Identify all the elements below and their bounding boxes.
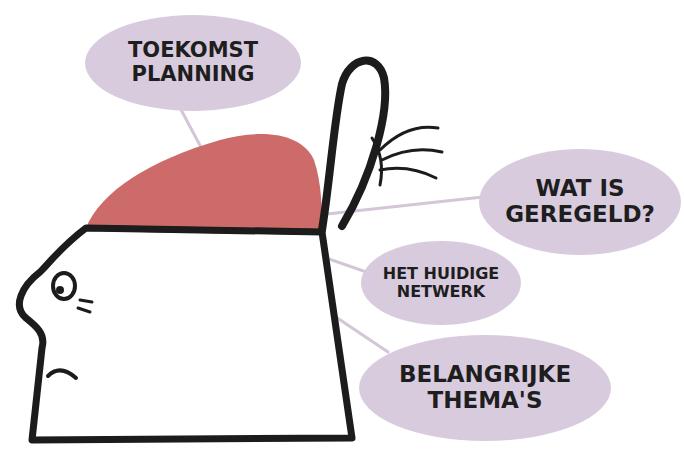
- bubble-text-holder: WAT IS GEREGELD?: [478, 148, 682, 256]
- hair-stroke: [382, 150, 442, 160]
- speech-bubble: WAT IS GEREGELD?: [478, 148, 682, 256]
- eye-wrinkles: [78, 300, 92, 312]
- brain-cap: [86, 134, 322, 232]
- speech-bubble: TOEKOMST PLANNING: [84, 14, 302, 112]
- hair-stroke: [380, 127, 438, 150]
- bubble-label: TOEKOMST PLANNING: [126, 39, 261, 86]
- head-outline: [19, 228, 352, 440]
- hair-stroke: [372, 138, 382, 185]
- bubble-fill: [85, 15, 301, 111]
- bubble-label: BELANGRIJKE THEMA'S: [383, 362, 588, 414]
- bubble-text-holder: BELANGRIJKE THEMA'S: [358, 334, 612, 442]
- open-lid: [322, 61, 385, 230]
- bubble-label: WAT IS GEREGELD?: [500, 176, 660, 228]
- bubble-label: HET HUIDIGE NETWERK: [371, 265, 511, 301]
- hair-strokes: [372, 127, 442, 185]
- mouth: [48, 370, 76, 378]
- hair-stroke: [380, 168, 436, 178]
- bubble-fill: [361, 241, 521, 325]
- bubble-fill: [479, 149, 681, 255]
- speech-bubble: HET HUIDIGE NETWERK: [360, 240, 522, 326]
- bubble-text-holder: HET HUIDIGE NETWERK: [360, 240, 522, 326]
- bubble-text-holder: TOEKOMST PLANNING: [84, 14, 302, 112]
- eye: [53, 273, 75, 299]
- head-rim: [86, 228, 322, 232]
- pupil: [56, 286, 64, 294]
- bubble-fill: [359, 335, 611, 441]
- speech-bubble: BELANGRIJKE THEMA'S: [358, 334, 612, 442]
